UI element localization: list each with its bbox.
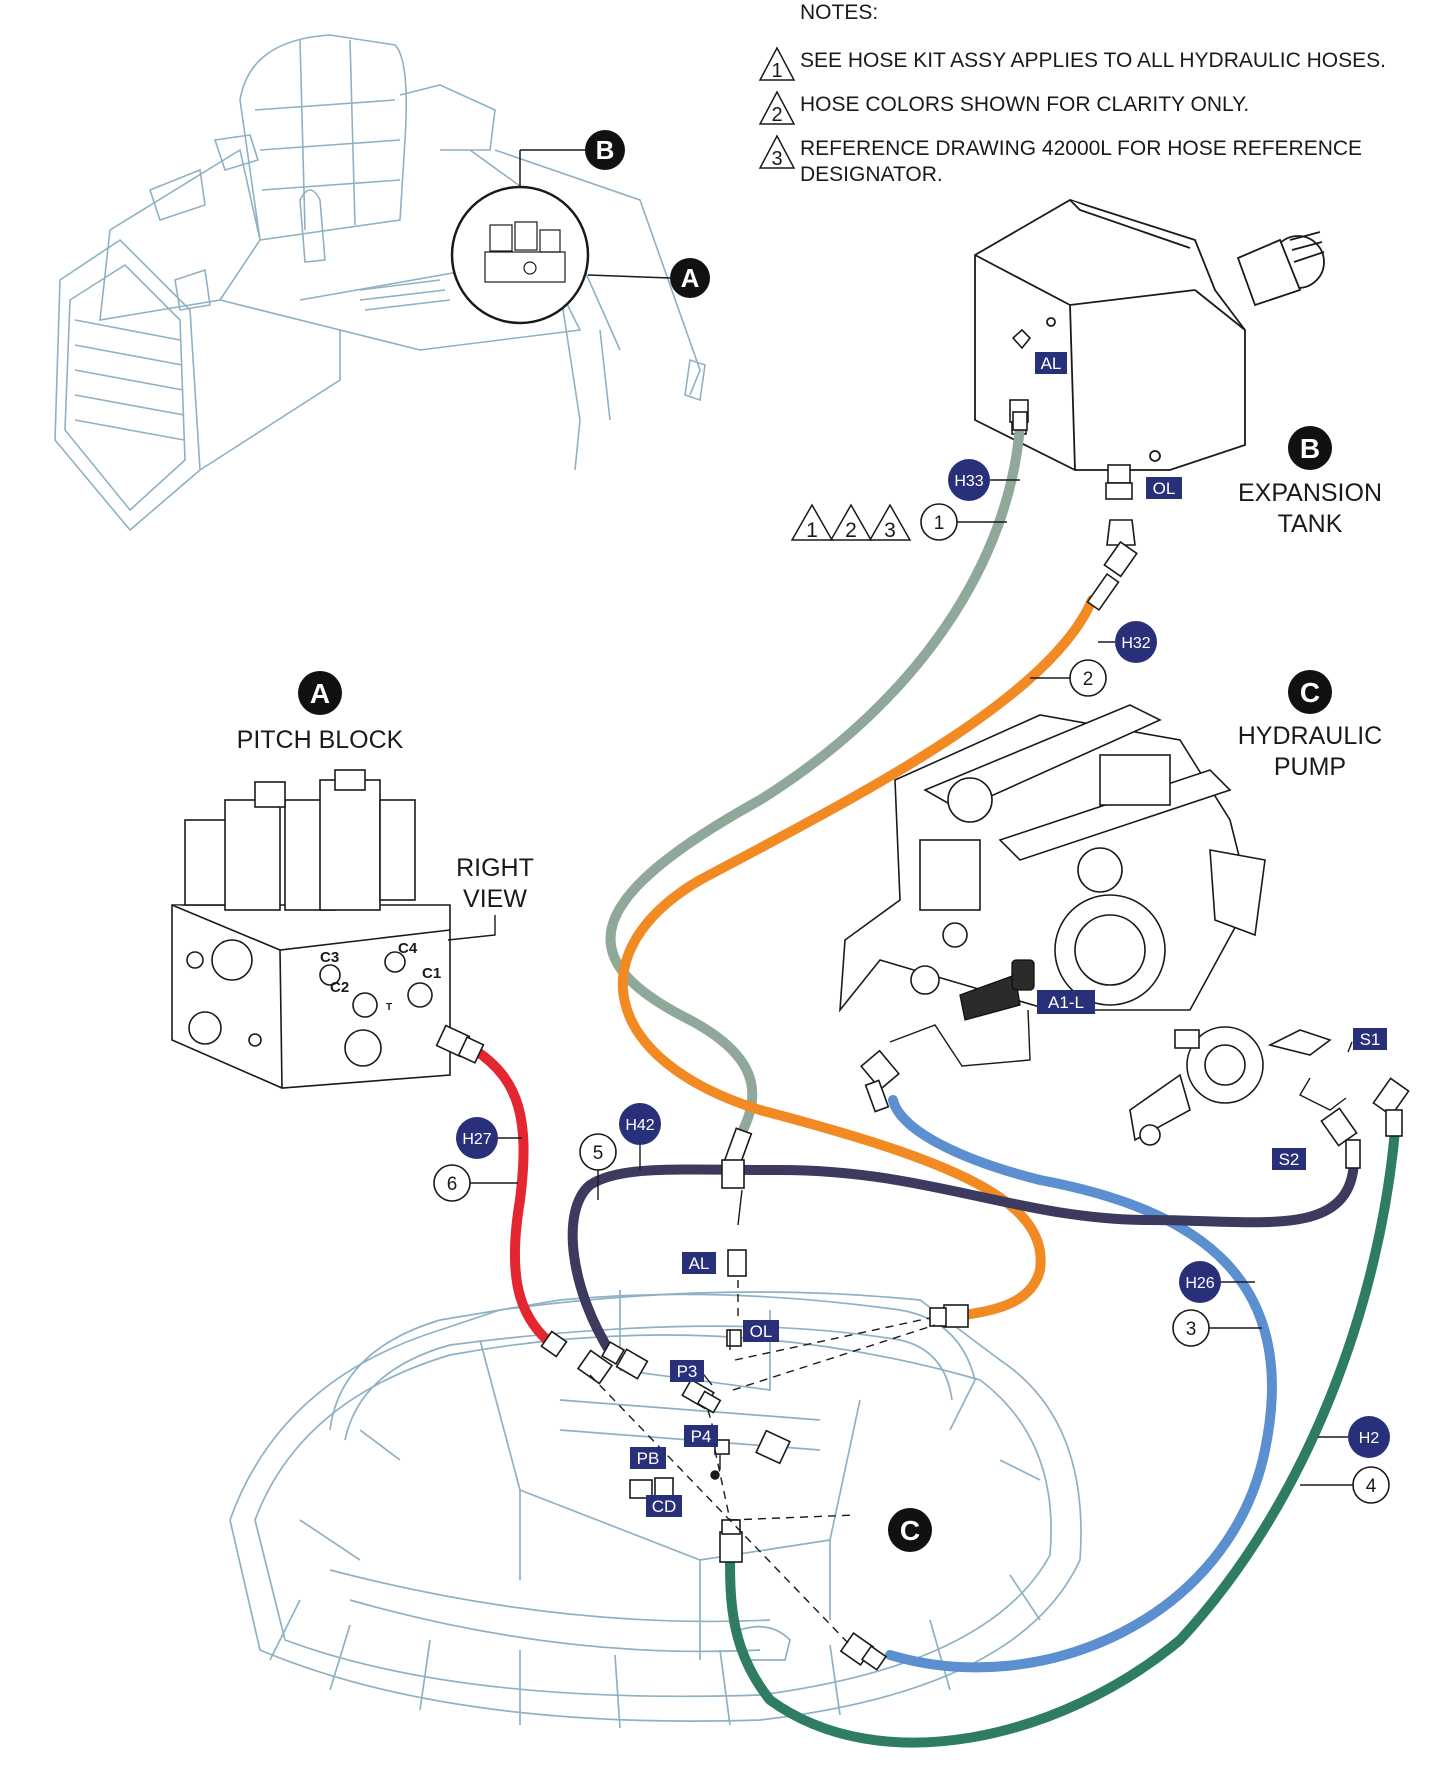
note-text: REFERENCE DRAWING 42000L FOR HOSE REFERE…: [800, 137, 1363, 186]
callout-b-tank: B: [1288, 426, 1332, 470]
hose-h32: [617, 595, 1097, 1323]
svg-text:6: 6: [447, 1174, 458, 1195]
note-2: 2 HOSE COLORS SHOWN FOR CLARITY ONLY.: [758, 90, 1440, 126]
note-ref-numbers: 1 2 3: [806, 519, 896, 542]
note-triangle-icon: 2: [758, 90, 796, 126]
svg-text:3: 3: [884, 519, 896, 542]
callout-b-overview: B: [585, 130, 625, 170]
machine-overview: [54, 34, 706, 532]
pitch-block-port-labels: C3 C4 C2 C1 T: [320, 940, 441, 1013]
svg-text:A: A: [681, 263, 700, 293]
tag-frame-pb: PB: [630, 1447, 666, 1469]
pitch-block: [171, 769, 451, 1089]
svg-text:AL: AL: [1041, 354, 1062, 373]
hose-label-h27: H27 6: [433, 1117, 522, 1202]
tag-pump-a1l: A1-L: [1037, 990, 1095, 1014]
charge-pump: [1129, 1026, 1332, 1146]
svg-text:C: C: [900, 1515, 920, 1546]
svg-text:1: 1: [934, 513, 945, 534]
svg-text:H42: H42: [625, 1117, 654, 1134]
svg-text:PB: PB: [637, 1449, 660, 1468]
svg-text:C1: C1: [422, 965, 441, 982]
svg-text:OL: OL: [750, 1322, 773, 1341]
svg-text:1: 1: [771, 60, 782, 82]
svg-text:T: T: [386, 1002, 392, 1013]
tag-frame-ol: OL: [743, 1320, 779, 1342]
pump-leaders: [889, 1009, 1353, 1111]
tag-frame-cd: CD: [646, 1495, 682, 1517]
frame-leaders: [699, 1189, 743, 1480]
caption-right-view: RIGHT VIEW: [456, 854, 534, 913]
notes-block: NOTES: 1 SEE HOSE KIT ASSY APPLIES TO AL…: [758, 0, 1440, 206]
hose-h26: [885, 1095, 1277, 1673]
svg-text:C: C: [1300, 677, 1320, 708]
svg-text:5: 5: [593, 1143, 604, 1164]
svg-text:3: 3: [1186, 1319, 1197, 1340]
notes-header: NOTES:: [800, 1, 879, 24]
right-view-leader: [447, 915, 496, 941]
hose-h27: [470, 1045, 557, 1350]
svg-text:2: 2: [1083, 669, 1094, 690]
hose-fittings: [435, 411, 1410, 1671]
svg-text:A1-L: A1-L: [1048, 993, 1084, 1012]
svg-text:2: 2: [845, 519, 857, 542]
overview-detail-circle: [450, 149, 671, 325]
caption-hydraulic-pump: HYDRAULIC PUMP: [1237, 722, 1383, 781]
hose-label-h42: H42 5: [579, 1103, 661, 1200]
svg-text:A: A: [310, 678, 330, 709]
caption-pitch-block: PITCH BLOCK: [236, 726, 404, 754]
hose-h2: [725, 1125, 1400, 1748]
svg-text:C4: C4: [398, 940, 418, 957]
svg-text:S2: S2: [1279, 1150, 1300, 1169]
callout-a-pitch-block: A: [298, 671, 342, 715]
tag-pump-s2: S2: [1272, 1148, 1306, 1170]
hose-label-h26: H26 3: [1172, 1261, 1262, 1347]
note-triangle-icon: 3: [758, 134, 796, 170]
tag-frame-p3: P3: [670, 1360, 704, 1382]
pump-a1l-valve: [959, 959, 1035, 1021]
svg-text:B: B: [596, 135, 615, 165]
svg-text:4: 4: [1366, 1476, 1377, 1497]
svg-text:2: 2: [771, 104, 782, 126]
svg-text:P3: P3: [677, 1362, 698, 1381]
note-text: HOSE COLORS SHOWN FOR CLARITY ONLY.: [800, 93, 1250, 116]
callout-c-pump: C: [1288, 670, 1332, 714]
hose-label-h32: H32 2: [1030, 621, 1157, 697]
svg-text:1: 1: [806, 519, 818, 542]
svg-text:H2: H2: [1359, 1430, 1380, 1447]
tag-frame-al: AL: [682, 1252, 716, 1274]
expansion-tank: [974, 199, 1325, 471]
note-triangle-icon: 1: [758, 46, 796, 82]
svg-text:H26: H26: [1185, 1275, 1214, 1292]
hydraulic-pump: [839, 704, 1266, 1013]
tag-frame-p4: P4: [684, 1425, 718, 1447]
svg-text:H32: H32: [1121, 635, 1150, 652]
tag-tank-ol: OL: [1146, 477, 1182, 499]
tag-tank-al: AL: [1035, 352, 1067, 374]
note-1: 1 SEE HOSE KIT ASSY APPLIES TO ALL HYDRA…: [758, 46, 1440, 82]
svg-text:3: 3: [771, 148, 782, 170]
callout-a-overview: A: [670, 258, 710, 298]
svg-text:C3: C3: [320, 949, 339, 966]
caption-expansion-tank: EXPANSION TANK: [1237, 479, 1383, 538]
note-text: SEE HOSE KIT ASSY APPLIES TO ALL HYDRAUL…: [800, 49, 1386, 72]
svg-text:B: B: [1300, 433, 1320, 464]
svg-text:AL: AL: [689, 1254, 710, 1273]
hose-label-h2: H2 4: [1300, 1416, 1390, 1504]
note-3: 3 REFERENCE DRAWING 42000L FOR HOSE REFE…: [758, 134, 1440, 188]
svg-text:S1: S1: [1360, 1030, 1381, 1049]
svg-text:CD: CD: [652, 1497, 677, 1516]
callout-c-frame: C: [888, 1508, 932, 1552]
svg-text:H33: H33: [954, 473, 983, 490]
hose-h42: [567, 1157, 1359, 1360]
tag-pump-s1: S1: [1353, 1028, 1387, 1050]
hose-h33: [605, 420, 1025, 1145]
svg-text:P4: P4: [691, 1427, 712, 1446]
hose-label-h33: H33 1: [920, 459, 1020, 541]
note-refs-h33: [790, 503, 912, 541]
svg-text:H27: H27: [462, 1131, 491, 1148]
svg-text:C2: C2: [330, 979, 349, 996]
svg-text:OL: OL: [1153, 479, 1176, 498]
